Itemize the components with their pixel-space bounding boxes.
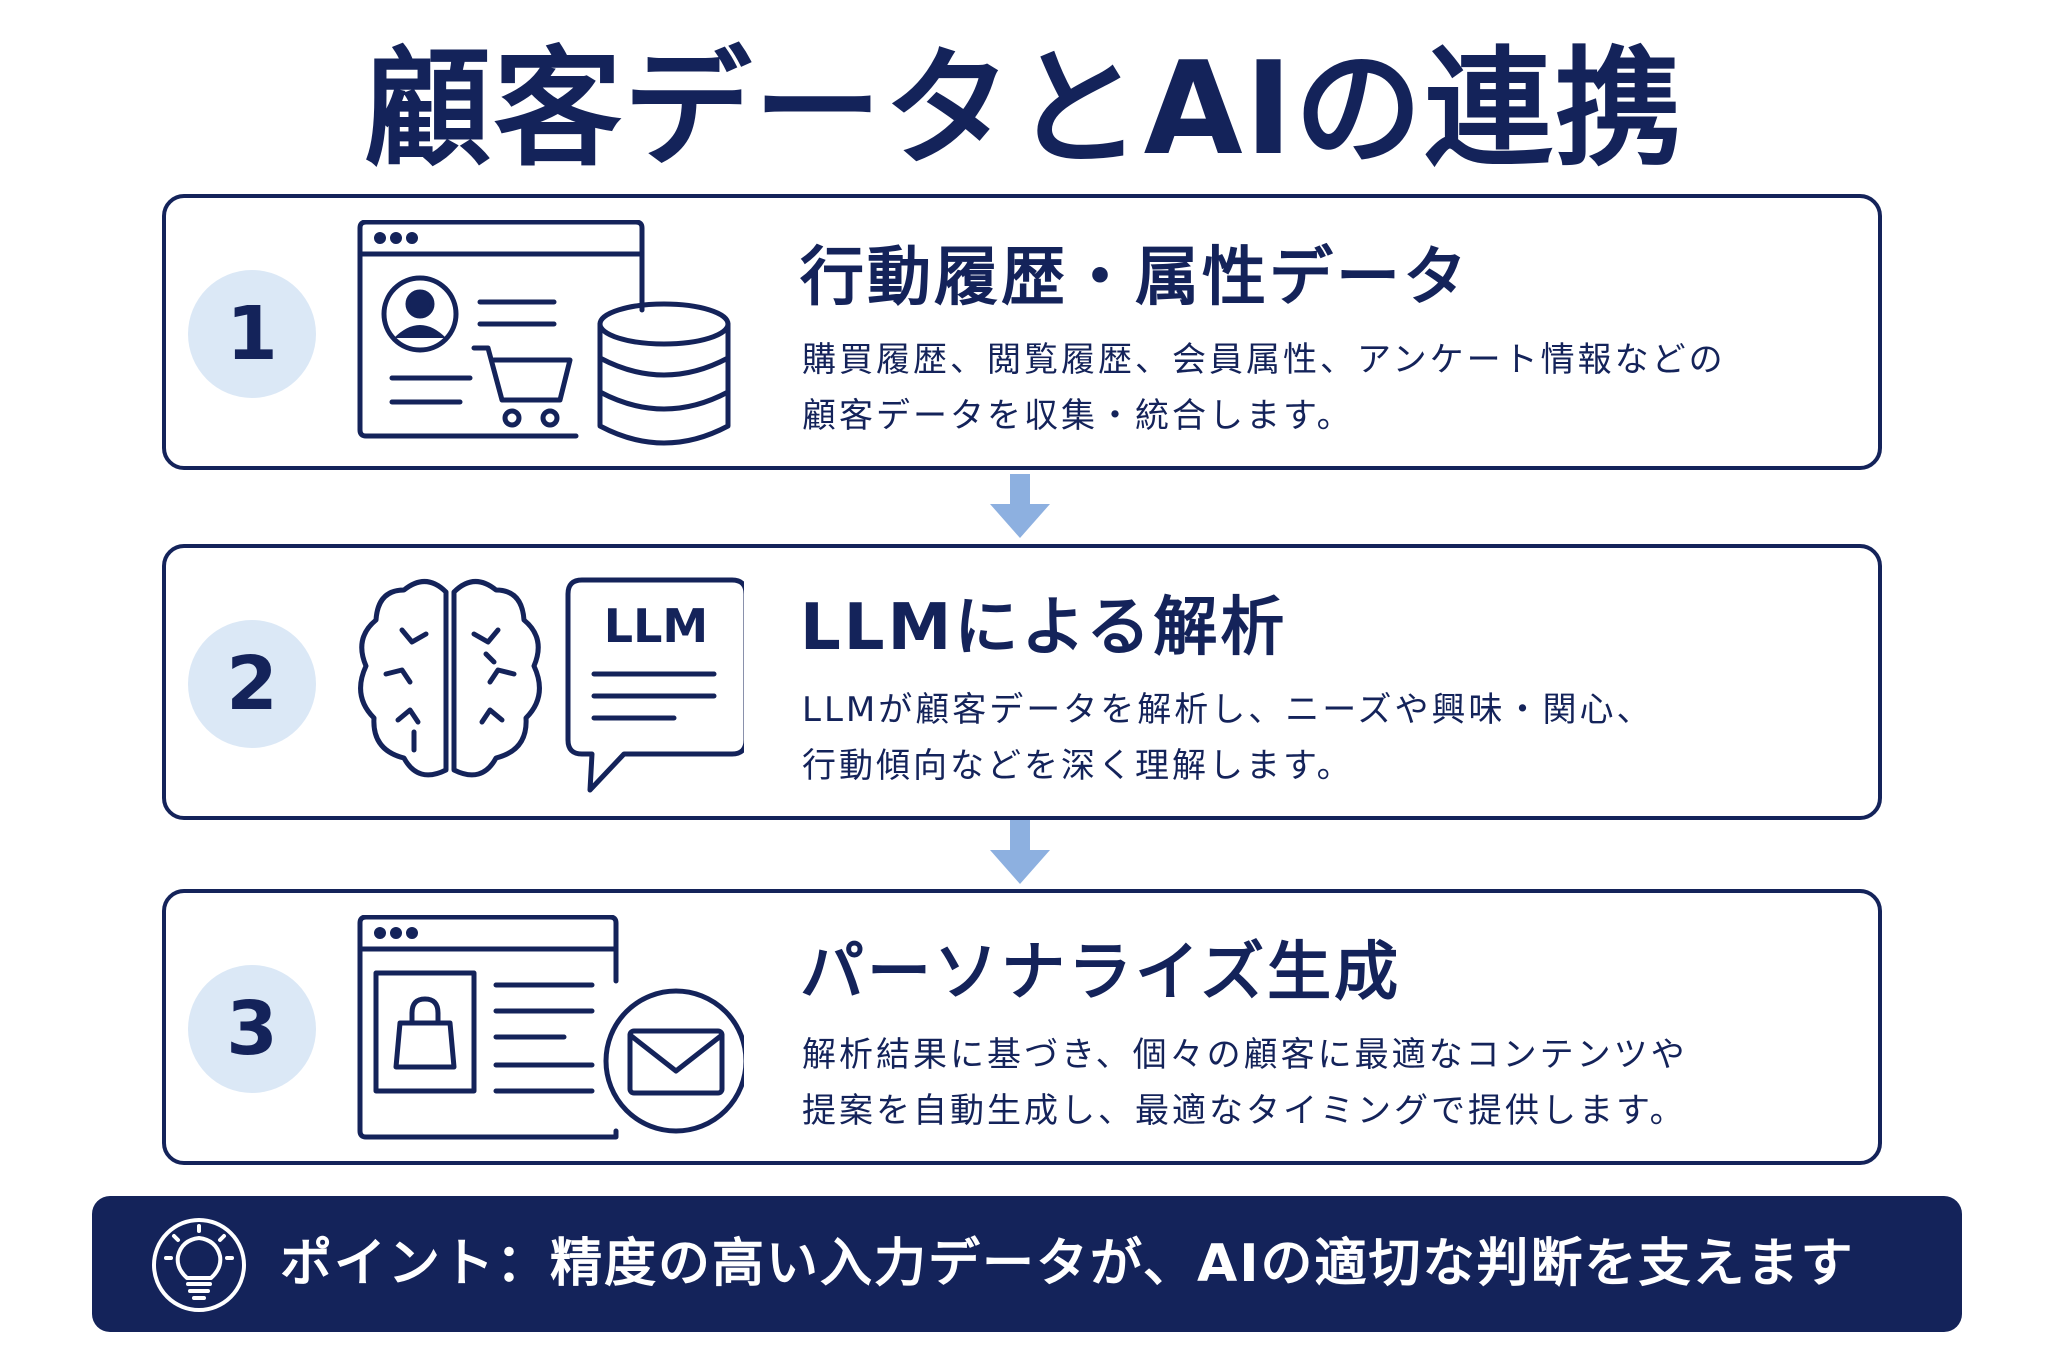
browser-window-icon (357, 220, 645, 439)
lightbulb-icon (152, 1218, 246, 1312)
personalized-content-illustration (357, 915, 744, 1140)
down-arrow-icon (990, 820, 1050, 884)
step-number-badge: 1 (188, 270, 316, 398)
step-card-2: 2 LLM LLMによる解析 LLMが顧客データを解析し、ニーズや興味・関心、 … (162, 544, 1882, 820)
chat-bubble-icon (565, 577, 744, 793)
browser-window-icon (357, 915, 619, 1140)
point-text: ポイント：精度の高い入力データが、AIの適切な判断を支えます (280, 1234, 1855, 1294)
llm-analysis-illustration: LLM (358, 577, 744, 793)
step-description: LLMが顧客データを解析し、ニーズや興味・関心、 行動傾向などを深く理解します。 (802, 682, 1862, 794)
brain-icon (358, 579, 542, 778)
step-description: 購買履歴、閲覧履歴、会員属性、アンケート情報などの 顧客データを収集・統合します… (802, 332, 1862, 444)
step-description-line: 解析結果に基づき、個々の顧客に最適なコンテンツや (802, 1035, 1688, 1075)
step-description-line: 購買履歴、閲覧履歴、会員属性、アンケート情報などの (802, 340, 1726, 380)
mail-envelope-icon (603, 988, 744, 1134)
page-title: 顧客データとAIの連携 (363, 35, 1685, 184)
step-description-line: 行動傾向などを深く理解します。 (802, 746, 1354, 786)
database-icon (597, 301, 731, 446)
step-card-3: 3 パーソナライズ生成 解析結果に基づき、個々の顧客に最適なコンテンツや 提案 (162, 889, 1882, 1165)
user-profile-icon (381, 275, 459, 353)
step-title: LLMによる解析 (800, 591, 1288, 665)
step-title: 行動履歴・属性データ (800, 241, 1470, 315)
shopping-cart-icon (471, 345, 573, 428)
step-description-line: LLMが顧客データを解析し、ニーズや興味・関心、 (802, 690, 1654, 730)
shopping-bag-icon (393, 996, 457, 1070)
step-description-line: 提案を自動生成し、最適なタイミングで提供します。 (802, 1091, 1687, 1131)
point-banner: ポイント：精度の高い入力データが、AIの適切な判断を支えます (92, 1196, 1962, 1332)
llm-label: LLM (604, 599, 708, 653)
down-arrow-icon (990, 474, 1050, 538)
data-collection-illustration (357, 220, 731, 446)
step-title: パーソナライズ生成 (800, 936, 1402, 1010)
step-number-badge: 2 (188, 620, 316, 748)
step-description-line: 顧客データを収集・統合します。 (802, 396, 1354, 436)
step-card-1: 1 行動履歴・属性データ (162, 194, 1882, 470)
step-number-badge: 3 (188, 965, 316, 1093)
step-description: 解析結果に基づき、個々の顧客に最適なコンテンツや 提案を自動生成し、最適なタイミ… (802, 1027, 1862, 1139)
